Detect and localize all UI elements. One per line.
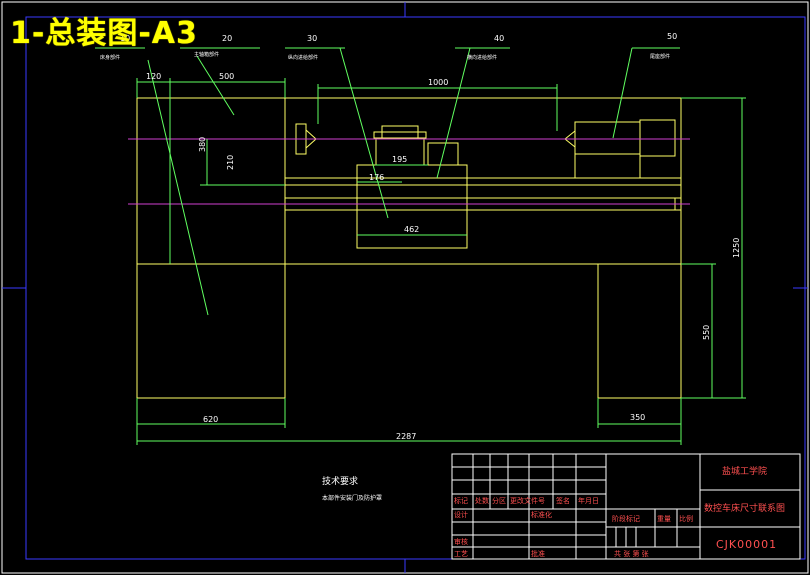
sheets-label: 共 张 第 张 <box>614 549 649 558</box>
dim-176: 176 <box>369 173 384 182</box>
callout-num-10: 10 <box>120 34 130 43</box>
callout-num-40: 40 <box>494 34 504 43</box>
dim-620: 620 <box>203 415 218 424</box>
col-header-0: 标记 <box>454 496 468 505</box>
technical-notes: 技术要求 本部件安装门及防护罩 <box>322 475 382 502</box>
weight-label: 重量 <box>657 515 671 523</box>
title-block <box>451 453 801 560</box>
row-process: 工艺 <box>454 550 468 558</box>
callout-num-30: 30 <box>307 34 317 43</box>
callout-label-20: 主轴箱部件 <box>194 51 219 58</box>
dim-1000: 1000 <box>428 78 448 87</box>
dim-195: 195 <box>392 155 407 164</box>
row-design: 设计 <box>454 510 468 519</box>
col-header-1: 处数 <box>475 496 489 505</box>
dim-2287: 2287 <box>396 432 416 441</box>
callout-labels: 10 床身部件 20 主轴箱部件 30 纵向进给部件 40 横向进给部件 50 … <box>100 32 677 61</box>
center-lines <box>128 138 690 205</box>
callout-label-50: 尾座部件 <box>650 53 670 60</box>
tech-heading: 技术要求 <box>322 475 358 487</box>
dim-120: 120 <box>146 72 161 81</box>
row-std: 标准化 <box>531 510 552 519</box>
col-header-2: 分区 <box>492 496 506 505</box>
title-block-text: 标记 处数 分区 更改文件号 签名 年月日 设计 标准化 审核 工艺 批准 阶段… <box>454 465 785 558</box>
left-pedestal <box>136 97 286 399</box>
school-name: 盐城工学院 <box>722 465 767 477</box>
scale-label: 比例 <box>679 514 693 523</box>
bed-rail <box>284 177 682 199</box>
stage-mark: 阶段标记 <box>612 514 640 523</box>
right-pedestal <box>597 263 682 399</box>
callout-num-50: 50 <box>667 32 677 41</box>
leader-lines <box>95 47 680 316</box>
drawing-title: 数控车床尺寸联系图 <box>704 502 785 514</box>
dimension-labels: 120 500 1000 380 210 195 176 462 1250 55… <box>146 72 741 441</box>
col-header-3: 更改文件号 <box>510 496 545 505</box>
dim-550: 550 <box>702 325 711 340</box>
callout-label-10: 床身部件 <box>100 54 120 61</box>
dim-500: 500 <box>219 72 234 81</box>
col-header-5: 年月日 <box>578 496 599 505</box>
lathe-geometry <box>136 97 682 399</box>
dim-380: 380 <box>198 137 207 152</box>
tech-line1: 本部件安装门及防护罩 <box>322 494 382 502</box>
drawing-title-overlay: 1-总装图-A3 <box>10 16 198 51</box>
dim-1250: 1250 <box>732 238 741 258</box>
dim-210: 210 <box>226 155 235 170</box>
callout-label-40: 横向进给部件 <box>467 54 497 61</box>
dim-462: 462 <box>404 225 419 234</box>
dimension-lines <box>136 78 746 445</box>
dim-350: 350 <box>630 413 645 422</box>
row-check: 审核 <box>454 537 468 546</box>
callout-num-20: 20 <box>222 34 232 43</box>
drawing-number: CJK00001 <box>716 538 777 551</box>
col-header-4: 签名 <box>556 496 570 505</box>
callout-label-30: 纵向进给部件 <box>288 54 318 61</box>
row-approve: 批准 <box>531 549 545 558</box>
